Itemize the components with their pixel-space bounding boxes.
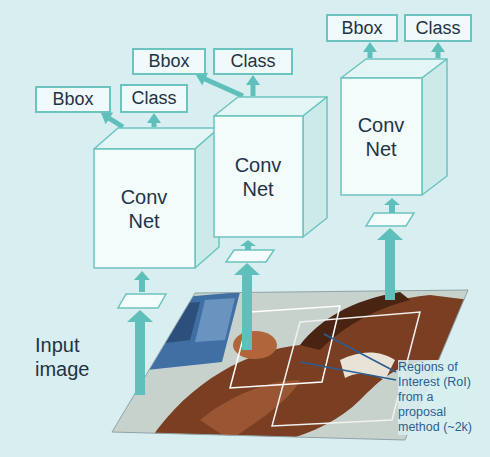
arrow-head [431, 42, 445, 52]
arrow-connector [363, 42, 377, 58]
arrow-head [101, 112, 113, 124]
cube-face: Conv Net [213, 116, 303, 238]
node-text: Conv Net [353, 113, 409, 161]
leader-line [324, 334, 396, 372]
cube-front-face [214, 116, 303, 237]
region-patch [118, 294, 166, 308]
node-text: Class [230, 51, 275, 72]
leader-line [300, 362, 396, 380]
node-text: Class [131, 88, 176, 109]
arrow-shaft [203, 78, 243, 96]
output-box: Class [213, 48, 293, 75]
node-text: Bbox [148, 51, 189, 72]
arrow-connector [101, 112, 123, 127]
horse-photo [100, 285, 480, 445]
output-box: Bbox [132, 48, 206, 75]
arrow-connector [431, 42, 445, 58]
roi-note: Regions of Interest (RoI) from a proposa… [398, 360, 478, 435]
region-patch [226, 250, 274, 262]
output-box: Bbox [326, 14, 398, 42]
cube-face: Conv Net [93, 149, 195, 269]
cube-front-face [341, 78, 422, 195]
cube-face: Conv Net [340, 78, 422, 196]
arrow-connector [196, 73, 243, 96]
arrow-head [246, 75, 260, 85]
output-box: Class [120, 84, 188, 113]
region-patch [366, 213, 414, 226]
arrow-connector [246, 75, 260, 96]
conv-net-cube: Conv Net [340, 58, 448, 196]
arrow-shaft [108, 117, 123, 127]
output-box: Bbox [35, 86, 111, 113]
arrow-connector [147, 113, 161, 127]
output-box: Class [404, 14, 472, 42]
node-text: Conv Net [116, 185, 172, 233]
cube-side-face [303, 97, 327, 237]
cube-front-face [94, 149, 195, 268]
conv-net-cube: Conv Net [93, 127, 220, 269]
conv-net-cube: Conv Net [213, 96, 328, 238]
node-text: Bbox [52, 89, 93, 110]
arrow-head [147, 113, 161, 123]
cube-side-face [422, 59, 447, 195]
node-text: Conv Net [230, 153, 286, 201]
node-text: Bbox [341, 18, 382, 39]
input-label: Input image [35, 333, 113, 381]
arrow-head [363, 42, 377, 52]
node-text: Class [415, 18, 460, 39]
